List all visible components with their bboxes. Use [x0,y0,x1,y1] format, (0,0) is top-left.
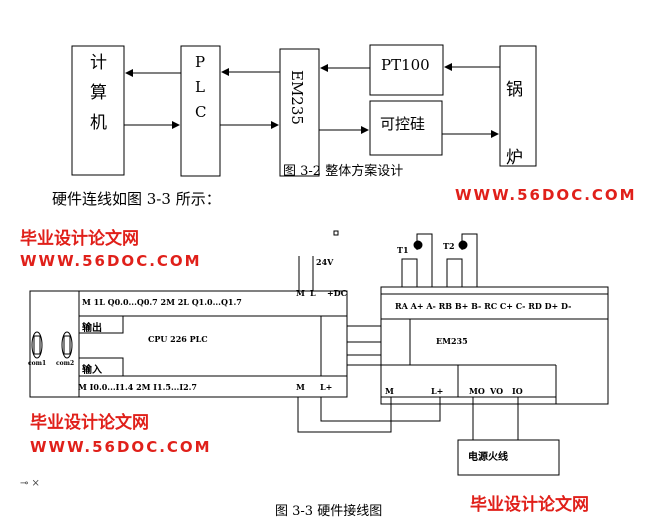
plc-top-terminals: M 1L Q0.0...Q0.7 2M 2L Q1.0...Q1.7 [82,297,242,307]
plc-l-label: L [310,288,316,298]
plc-m-label: M [296,288,305,298]
load-label: 电源火线 [468,452,508,463]
watermark-url: WWW.56DOC.COM [20,252,202,270]
24v-label: 24V [316,257,334,267]
boiler-char: 炉 [506,148,523,168]
plc-bm-label: M [296,382,305,392]
em235-box: EM235 [288,70,306,125]
figure-caption: 图 3-2 整体方案设计 [283,164,404,179]
watermark-cn: 毕业设计论文网 [30,413,149,433]
body-text: 硬件连线如图 3-3 所示： [52,190,221,208]
scr-box: 可控硅 [380,115,426,133]
plc-char: P [195,53,206,71]
com1-port[interactable]: com1 [28,360,47,367]
t2-label: T2 [443,241,455,251]
computer-char: 机 [90,113,107,133]
input-label: 输入 [82,365,102,376]
plc-char: C [195,103,207,121]
plc-bottom-terminals: M I0.0...I1.4 2M I1.5...I2.7 [78,382,197,392]
mo-label: MO [469,386,485,396]
computer-box: 计算机 [90,48,107,138]
cpu-label: CPU 226 PLC [148,334,208,344]
watermark-cn: 毕业设计论文网 [20,229,139,249]
computer-char: 算 [90,83,107,103]
plc-char: L [195,78,205,96]
pt100-box: PT100 [381,56,430,74]
boiler-box: 锅炉 [506,56,523,192]
computer-char: 计 [90,53,107,73]
t1-label: T1 [397,245,409,255]
output-label: 输出 [82,323,102,334]
em-terminals: RA A+ A- RB B+ B- RC C+ C- RD D+ D- [395,301,572,311]
em-m-label: M [385,386,394,396]
plc-bl-label: L+ [320,382,333,392]
watermark-url: WWW.56DOC.COM [30,438,212,456]
boiler-char: 锅 [506,80,523,100]
watermark-cn: 毕业设计论文网 [470,495,589,515]
vo-label: VO [490,386,504,396]
com2-port[interactable]: com2 [56,360,75,367]
em-l-label: L+ [431,386,444,396]
watermark-url: WWW.56DOC.COM [455,186,637,204]
em235-label: EM235 [436,336,468,346]
io-label: IO [512,386,523,396]
plc-dc-label: +DC [327,288,348,298]
figure-caption-3-3: 图 3-3 硬件接线图 [275,504,383,519]
anchor-icon: ⊸ × [20,478,40,489]
